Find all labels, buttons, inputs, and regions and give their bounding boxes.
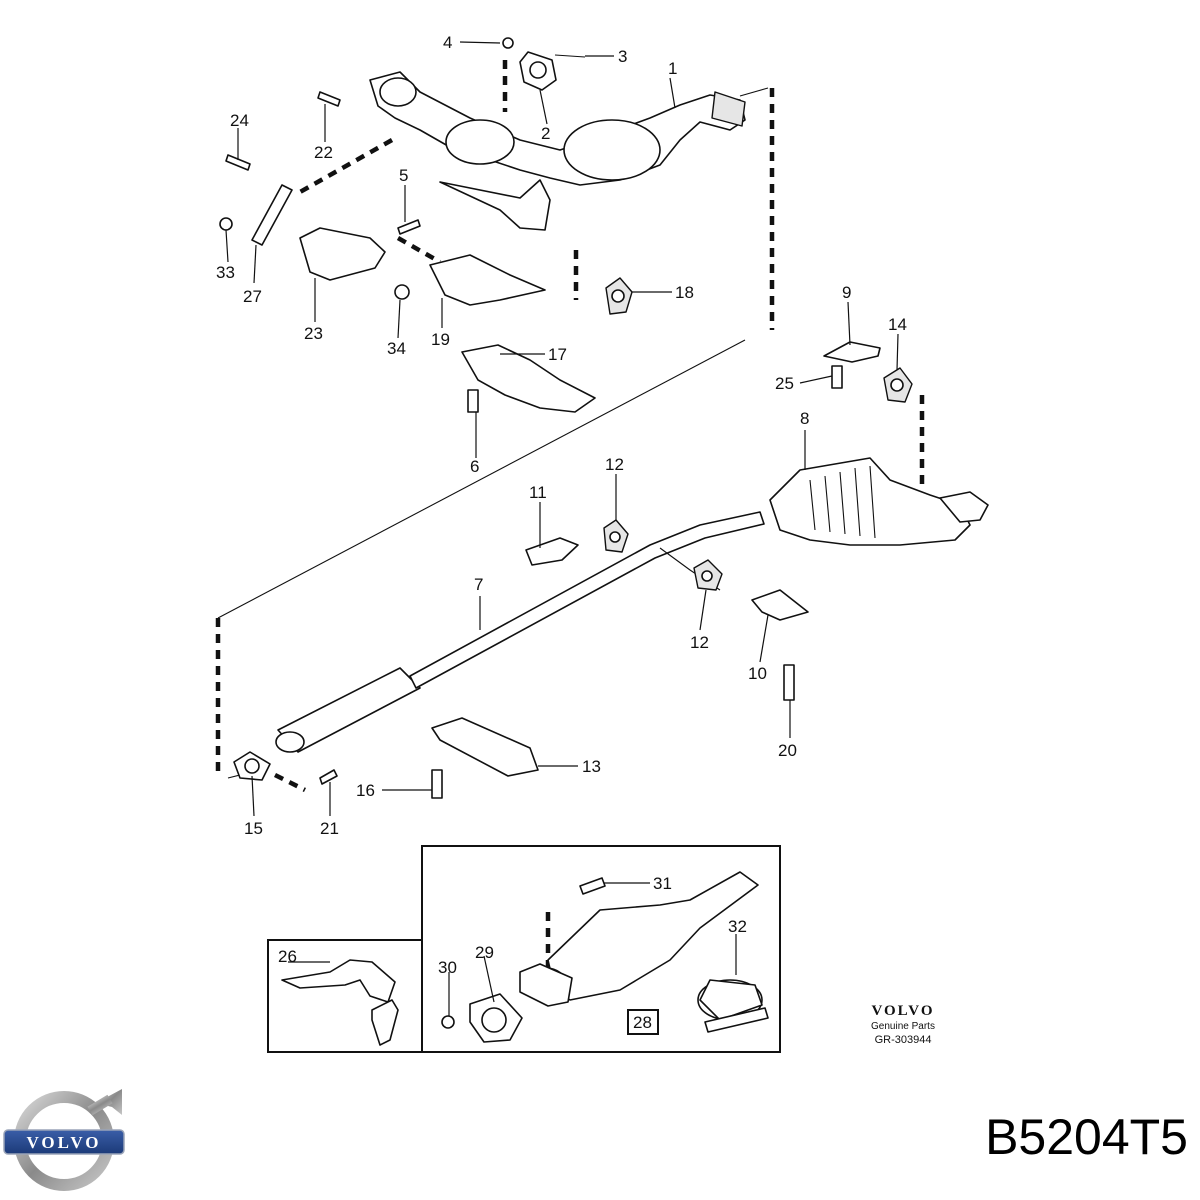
label-10: 10	[748, 664, 767, 683]
label-20: 20	[778, 741, 797, 760]
label-18: 18	[675, 283, 694, 302]
bolts	[219, 91, 843, 1029]
label-34: 34	[387, 339, 406, 358]
label-12a: 12	[605, 455, 624, 474]
label-28: 28	[633, 1013, 652, 1032]
label-12b: 12	[690, 633, 709, 652]
bracket-17	[461, 344, 596, 413]
stud-3	[554, 54, 586, 58]
label-1: 1	[668, 59, 677, 78]
label-32: 32	[728, 917, 747, 936]
plate-13	[431, 717, 539, 777]
label-5: 5	[399, 166, 408, 185]
label-26: 26	[278, 947, 297, 966]
gasket-29	[469, 993, 523, 1043]
label-2: 2	[541, 124, 550, 143]
nut-4	[502, 37, 514, 49]
label-31: 31	[653, 874, 672, 893]
bracket-10	[751, 589, 809, 621]
genuine-parts-text: Genuine Parts	[871, 1021, 935, 1032]
label-4: 4	[443, 33, 452, 52]
label-19: 19	[431, 330, 450, 349]
label-29: 29	[475, 943, 494, 962]
label-14: 14	[888, 315, 907, 334]
label-6: 6	[470, 457, 479, 476]
label-9: 9	[842, 283, 851, 302]
leader-lines	[225, 41, 899, 1016]
label-7: 7	[474, 575, 483, 594]
intermediate-pipe-7	[277, 511, 765, 753]
rod-27	[251, 184, 293, 246]
label-box-28	[627, 1009, 659, 1035]
volvo-wordmark-text: VOLVO	[871, 1003, 935, 1019]
label-23: 23	[304, 324, 323, 343]
label-25: 25	[775, 374, 794, 393]
catalyst-28	[519, 871, 759, 1007]
label-24: 24	[230, 111, 249, 130]
inset-box-28	[421, 845, 781, 1053]
label-11: 11	[529, 483, 547, 502]
label-17: 17	[548, 345, 567, 364]
bracket-19	[429, 254, 546, 306]
label-30: 30	[438, 958, 457, 977]
front-pipe-assembly	[369, 71, 746, 231]
gasket-15	[233, 731, 305, 781]
label-13: 13	[582, 757, 601, 776]
label-22: 22	[314, 143, 333, 162]
label-16: 16	[356, 781, 375, 800]
volvo-logo-text: VOLVO	[26, 1133, 101, 1152]
part-labels: 1 2 3 4 5 6 7 8 9 10 11 12 12 13 14 15 1…	[216, 33, 907, 1032]
bracket-9	[823, 341, 881, 363]
clamp-26	[281, 959, 399, 1046]
rubber-mount-12b	[693, 559, 723, 591]
label-21: 21	[320, 819, 339, 838]
label-33: 33	[216, 263, 235, 282]
rubber-mount-12a	[603, 519, 629, 553]
label-15: 15	[244, 819, 263, 838]
bracket-23	[299, 227, 386, 281]
engine-code: B5204T5	[985, 1109, 1188, 1165]
hanger-11	[525, 537, 579, 566]
gasket-2	[519, 51, 557, 91]
label-27: 27	[243, 287, 262, 306]
rubber-mount-14	[883, 367, 913, 403]
volvo-logo-icon: VOLVO	[3, 1089, 125, 1191]
clamp-32	[697, 979, 769, 1033]
volvo-genuine-parts-mark: VOLVO Genuine Parts GR-303944	[848, 1003, 958, 1046]
label-8: 8	[800, 409, 809, 428]
rubber-mount-18	[605, 277, 633, 315]
rear-silencer-8	[769, 457, 989, 546]
label-3: 3	[618, 47, 627, 66]
diagram-reference: GR-303944	[874, 1034, 932, 1046]
